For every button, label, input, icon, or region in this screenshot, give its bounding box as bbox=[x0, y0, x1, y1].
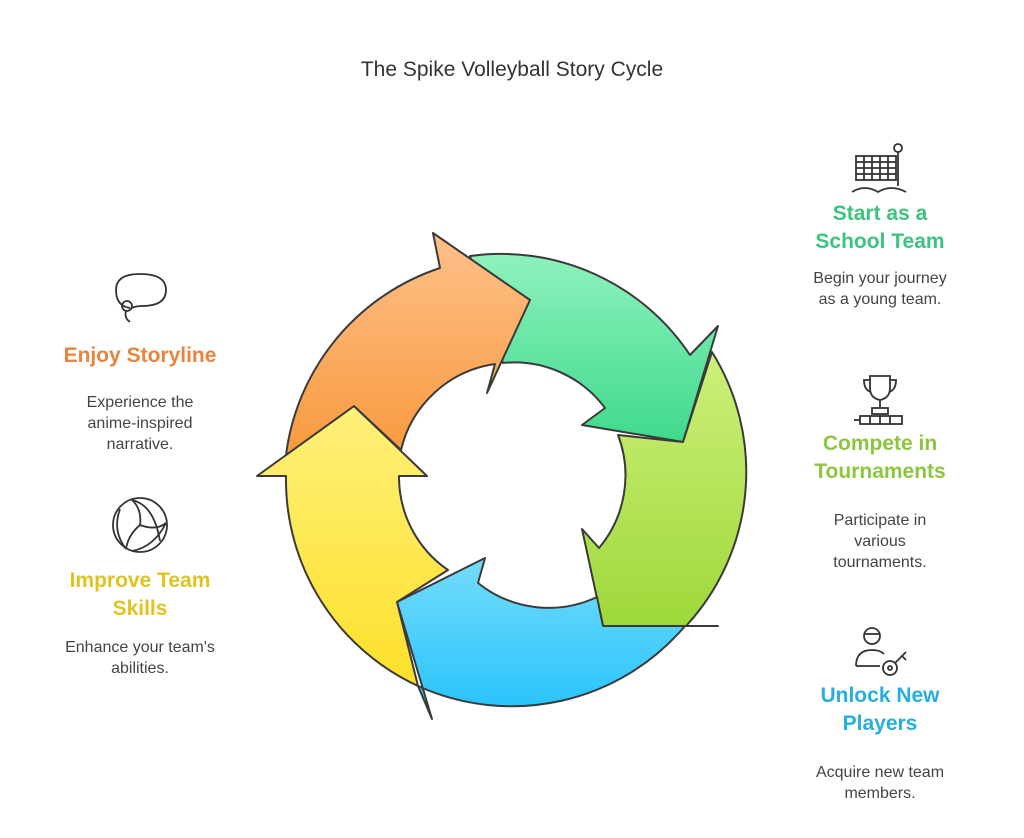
step-description-line: Acquire new team bbox=[815, 764, 945, 781]
cycle-arrow-school-team bbox=[469, 252, 719, 443]
step-heading-line: Tournaments bbox=[814, 460, 946, 483]
cycle-arrow-new-players bbox=[396, 557, 686, 720]
step-description-line: abilities. bbox=[111, 660, 169, 677]
step-description-line: tournaments. bbox=[833, 554, 927, 571]
step-description-line: Participate in bbox=[833, 512, 927, 529]
speech-bubble-icon bbox=[115, 273, 167, 323]
step-unlock-new-players: Unlock New Players Acquire new team memb… bbox=[780, 622, 980, 804]
step-description-line: members. bbox=[844, 785, 916, 802]
step-heading-line: Enjoy Storyline bbox=[63, 344, 217, 367]
step-heading-line: Skills bbox=[112, 597, 168, 620]
step-compete-tournaments: Compete in Tournaments Participate in va… bbox=[780, 370, 980, 573]
diagram-title: The Spike Volleyball Story Cycle bbox=[360, 58, 664, 81]
step-heading-line: Players bbox=[842, 712, 918, 735]
step-heading-line: Unlock New bbox=[820, 684, 940, 707]
cycle-arrow-team-skills bbox=[256, 405, 449, 687]
cycle-arrow-storyline bbox=[285, 232, 531, 456]
step-heading-line: School Team bbox=[815, 230, 945, 253]
step-start-school-team: Start as a School Team Begin your journe… bbox=[780, 140, 980, 310]
step-enjoy-storyline: Enjoy Storyline Experience the anime-ins… bbox=[40, 268, 240, 455]
trophy-icon bbox=[854, 375, 903, 425]
step-description-line: various bbox=[854, 533, 906, 550]
step-heading-line: Start as a bbox=[832, 202, 928, 225]
step-description-line: as a young team. bbox=[818, 291, 942, 308]
step-description-line: narrative. bbox=[106, 436, 174, 453]
player-key-icon bbox=[855, 627, 907, 676]
volleyball-net-icon bbox=[851, 143, 907, 194]
step-description-line: Begin your journey bbox=[813, 270, 947, 287]
volleyball-icon bbox=[112, 497, 168, 553]
step-heading-line: Compete in bbox=[822, 432, 938, 455]
step-improve-team-skills: Improve Team Skills Enhance your team's … bbox=[40, 495, 240, 679]
step-description-line: Enhance your team's bbox=[65, 639, 215, 656]
step-description-line: anime-inspired bbox=[87, 415, 193, 432]
cycle-arrow-tournaments bbox=[581, 351, 748, 627]
step-heading-line: Improve Team bbox=[69, 569, 211, 592]
step-description-line: Experience the bbox=[86, 394, 194, 411]
